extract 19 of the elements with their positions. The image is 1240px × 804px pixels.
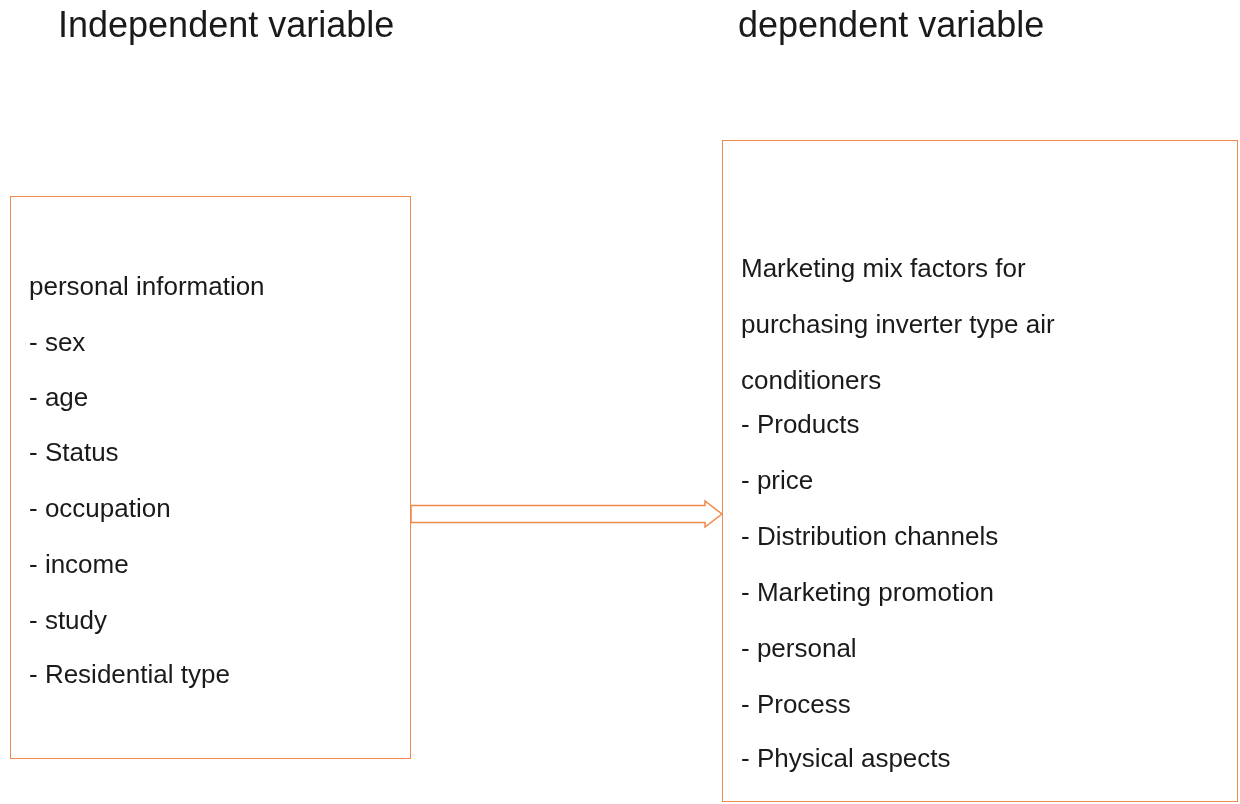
list-item: - price [741, 464, 815, 496]
list-item: - sex [29, 326, 87, 358]
list-item: - Residential type [29, 658, 231, 690]
list-item: - Distribution channels [741, 520, 1000, 552]
list-item: - Products [741, 408, 861, 440]
list-item: - study [29, 604, 109, 636]
list-heading: Marketing mix factors for purchasing inverter type air conditioners [741, 252, 1056, 397]
list-item: - Physical aspects [741, 742, 952, 774]
list-item: - occupation [29, 492, 172, 524]
heading: dependent variable [738, 4, 1045, 46]
list-item: - personal [741, 632, 858, 664]
heading: Independent variable [58, 4, 395, 46]
list-item: - Marketing promotion [741, 576, 995, 608]
list-item: - Status [29, 436, 120, 468]
block-arrow [410, 499, 724, 529]
list-item: - income [29, 548, 130, 580]
list-item: - age [29, 381, 90, 413]
list-item: - Process [741, 688, 852, 720]
list-heading: personal information [29, 270, 266, 302]
